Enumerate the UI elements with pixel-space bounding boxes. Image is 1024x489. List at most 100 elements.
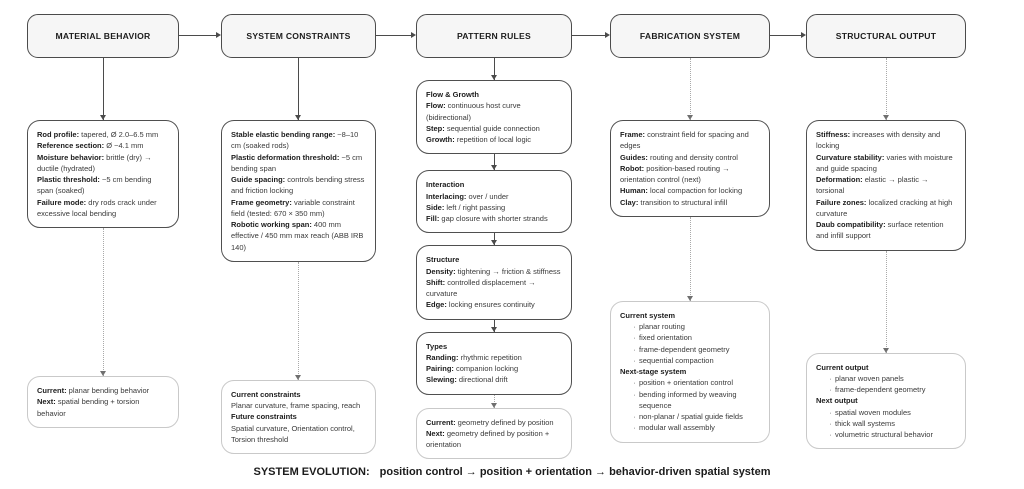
field-label: Guide spacing: [231, 175, 286, 184]
field-value: variable constraint field (tested: 670 ×… [231, 197, 355, 218]
column-fabrication-system: FABRICATION SYSTEM Frame: constraint fie… [610, 14, 770, 443]
field-value: ~8–10 cm (soaked rods) [231, 130, 359, 151]
field-value: gap closure with shorter strands [439, 214, 548, 223]
header-label: STRUCTURAL OUTPUT [835, 31, 937, 41]
field-value: localized cracking at high curvature [816, 197, 953, 218]
field-label: Current: [426, 417, 456, 427]
text-line: Plastic threshold: ~5 cm bending span (s… [37, 174, 169, 197]
text-line: Flow & Growth [426, 89, 562, 100]
arrow-down-dotted [882, 58, 889, 120]
field-label: Robotic working span: [231, 220, 312, 229]
text-line: Guide spacing: controls bending stress a… [231, 174, 366, 197]
field-label: Moisture behavior: [37, 152, 105, 162]
bullet-item: ·bending informed by weaving sequence [620, 389, 760, 412]
field-label: Human: [620, 186, 648, 196]
bullet-item: ·non-planar / spatial guide fields [620, 411, 760, 422]
bullet-item: ·position + orientation control [620, 377, 760, 388]
text-line: Fill: gap closure with shorter strands [426, 213, 562, 224]
text-line: Failure zones: localized cracking at hig… [816, 197, 956, 220]
text-line: Clay: transition to structural infill [620, 197, 760, 208]
field-label: Frame: [620, 130, 646, 139]
bullet-item: ·volumetric structural behavior [816, 429, 956, 440]
bullet-icon: · [633, 389, 636, 399]
field-label: Edge: [426, 300, 447, 310]
header-label: FABRICATION SYSTEM [639, 31, 741, 41]
arrow-down-dotted [99, 228, 106, 376]
arrow-down-solid [490, 233, 497, 246]
arrow-down-solid [490, 58, 497, 80]
text-line: Interaction [426, 179, 562, 190]
bullet-text: sequential compaction [639, 355, 714, 365]
fabrication-stages-box: Current system·planar routing·fixed orie… [610, 300, 770, 443]
fabrication-system-box: Frame: constraint field for spacing and … [610, 120, 770, 217]
arrow-right-icon [770, 31, 806, 38]
field-label: Randing: [426, 352, 459, 362]
field-value: rhythmic repetition [458, 352, 522, 362]
field-label: Next: [37, 397, 56, 407]
arrow-down-dotted [686, 58, 693, 120]
caption-label: SYSTEM EVOLUTION: [253, 466, 370, 478]
field-value: varies with moisture and guide spacing [816, 152, 953, 173]
column-material-behavior: MATERIAL BEHAVIOR Rod profile: tapered, … [27, 14, 179, 428]
bullet-text: planar routing [639, 322, 685, 331]
field-value: ~5 cm bending span (soaked) [37, 175, 152, 196]
text-line: Current: planar bending behavior [37, 385, 169, 396]
field-value: controlled displacement → curvature [426, 277, 536, 298]
text-line: Robot: position-based routing → orientat… [620, 163, 760, 186]
text-line: Stable elastic bending range: ~8–10 cm (… [231, 129, 366, 152]
field-label: Frame geometry: [231, 197, 292, 207]
field-label: Plastic deformation threshold: [231, 152, 340, 162]
bullet-icon: · [633, 322, 636, 331]
field-value: geometry defined by position [455, 417, 554, 427]
field-label: Rod profile: [37, 130, 80, 139]
text-line: Spatial curvature, Orientation control, … [231, 423, 366, 446]
field-value: local compaction for locking [647, 186, 743, 196]
text-line: Slewing: directional drift [426, 374, 562, 385]
text-line: Pairing: companion locking [426, 363, 562, 374]
field-value: continuous host curve (bidirectional) [426, 101, 521, 122]
bullet-text: modular wall assembly [639, 423, 715, 433]
arrow-right-icon [376, 31, 416, 38]
field-label: Current: [37, 386, 67, 395]
field-value: locking ensures continuity [446, 300, 535, 310]
field-label: Interlacing: [426, 191, 467, 201]
bullet-icon: · [829, 385, 832, 394]
text-line: Flow: continuous host curve (bidirection… [426, 100, 562, 123]
text-line: Frame: constraint field for spacing and … [620, 129, 760, 152]
field-label: Daub compatibility: [816, 220, 886, 229]
bullet-item: ·frame-dependent geometry [816, 384, 956, 395]
field-label: Failure zones: [816, 197, 867, 207]
field-value: transition to structural infill [638, 197, 728, 207]
arrow-right-icon [572, 31, 610, 38]
field-value: increases with density and locking [816, 130, 941, 151]
field-value: companion locking [453, 364, 519, 373]
bullet-text: fixed orientation [639, 333, 692, 343]
arrow-down-solid [295, 58, 301, 120]
field-label: Fill: [426, 214, 440, 223]
bullet-icon: · [633, 355, 636, 365]
section-title: Next-stage system [620, 367, 687, 376]
field-value: controls bending stress and friction loc… [231, 175, 365, 196]
text-line: Current: geometry defined by position [426, 417, 562, 428]
header-label: PATTERN RULES [456, 31, 532, 41]
field-value: tightening → friction & stiffness [455, 266, 561, 276]
arrow-down-dotted [295, 261, 301, 380]
text-line: Planar curvature, frame spacing, reach [231, 400, 366, 411]
column-structural-output: STRUCTURAL OUTPUT Stiffness: increases w… [806, 14, 966, 450]
text-line: Moisture behavior: brittle (dry) → ducti… [37, 152, 169, 175]
text-line: Density: tightening → friction & stiffne… [426, 266, 562, 277]
output-stages-box: Current output·planar woven panels·frame… [806, 352, 966, 450]
bullet-item: ·modular wall assembly [620, 422, 760, 433]
field-value: surface retention and infill support [816, 220, 944, 241]
field-label: Plastic threshold: [37, 175, 100, 184]
arrow-down-dotted [686, 216, 693, 301]
field-label: Flow: [426, 101, 446, 111]
field-label: Deformation: [816, 175, 863, 184]
field-label: Failure mode: [37, 197, 87, 207]
field-value: planar bending behavior [66, 386, 150, 395]
bullet-icon: · [633, 333, 636, 343]
